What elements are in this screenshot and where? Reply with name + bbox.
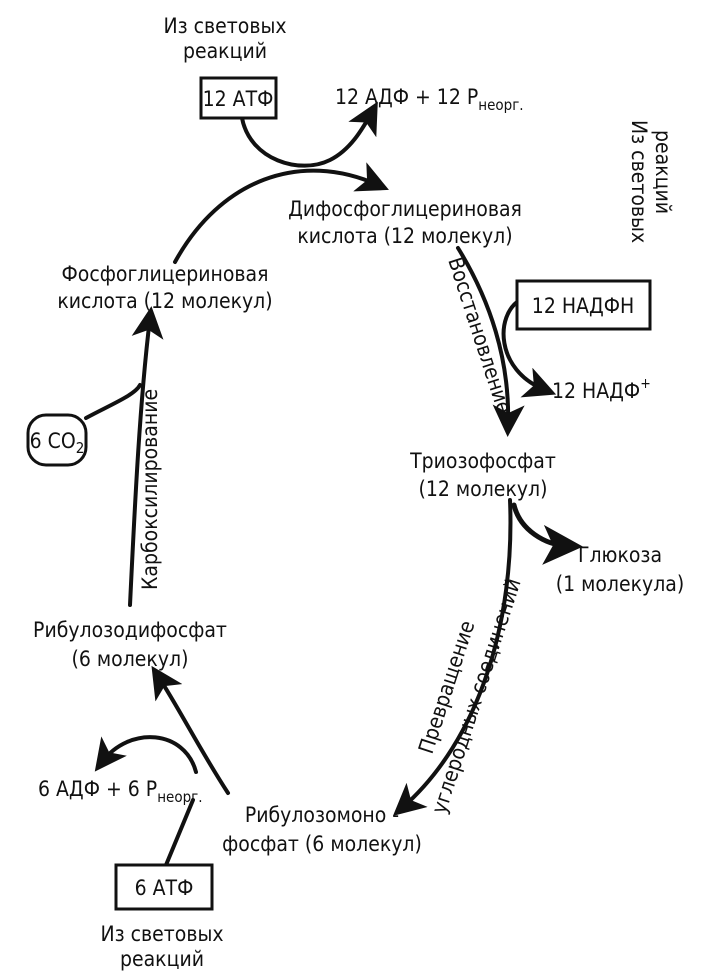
- top-source-line2: реакций: [183, 39, 267, 63]
- co2-box: [26, 413, 88, 467]
- arrow-dpga-to-triose: [456, 246, 525, 437]
- svg-text:Из световых: Из световых: [627, 120, 651, 243]
- right-source: Из световых реакций: [627, 120, 675, 243]
- triose-line1: Триозофосфат: [409, 449, 556, 473]
- line-atp-bottom: [164, 798, 195, 867]
- atp-top-label: 12 АТФ: [203, 87, 274, 111]
- adp-top-label: 12 АДФ + 12 Pнеорг.: [335, 85, 524, 114]
- glucose-line1: Глюкоза: [578, 543, 662, 567]
- carboxylation-label: Карбоксилирование: [138, 389, 162, 590]
- co2-label: 6 CO2: [30, 429, 85, 457]
- svg-text:реакций: реакций: [651, 130, 675, 214]
- dpga-line1: Дифосфоглицериновая: [288, 197, 522, 221]
- arrow-triose-to-rmp: [392, 498, 513, 816]
- arrow-atp-to-adp-bottom: [94, 735, 198, 774]
- arrow-rdp-to-pga: [128, 306, 164, 607]
- nadph-label: 12 НАДФН: [532, 294, 634, 318]
- nadp-label: 12 НАДФ+: [552, 376, 651, 403]
- triose-line2: (12 молекул): [419, 477, 548, 501]
- pga-line1: Фосфоглицериновая: [62, 262, 269, 286]
- rmp-line2: фосфат (6 молекул): [222, 832, 422, 856]
- pga-line2: кислота (12 молекул): [57, 289, 272, 313]
- nadph-box: [515, 279, 652, 331]
- line-co2: [84, 383, 142, 420]
- glucose-line2: (1 молекула): [556, 572, 685, 596]
- atp-bottom-label: 6 АТФ: [135, 876, 194, 900]
- atp-bottom-box: [114, 863, 214, 911]
- atp-top-box: [199, 76, 278, 120]
- bottom-source-line1: Из световых: [100, 922, 223, 946]
- arrow-atp-to-adp: [240, 101, 378, 168]
- arrow-nadph-to-nadp: [501, 298, 557, 398]
- arrow-triose-to-glucose: [511, 502, 583, 565]
- top-source-line1: Из световых: [163, 14, 286, 38]
- adp-bottom-label: 6 АДФ + 6 Pнеорг.: [38, 777, 203, 806]
- bottom-source-line2: реакций: [120, 947, 204, 971]
- rdp-line2: (6 молекул): [72, 647, 189, 671]
- rdp-line1: Рибулозодифосфат: [33, 618, 227, 642]
- rmp-line1: Рибулозомоно -: [245, 803, 399, 827]
- arrow-rmp-to-rdp: [151, 665, 230, 795]
- arrow-pga-to-dpga: [173, 162, 389, 264]
- dpga-line2: кислота (12 молекул): [297, 224, 512, 248]
